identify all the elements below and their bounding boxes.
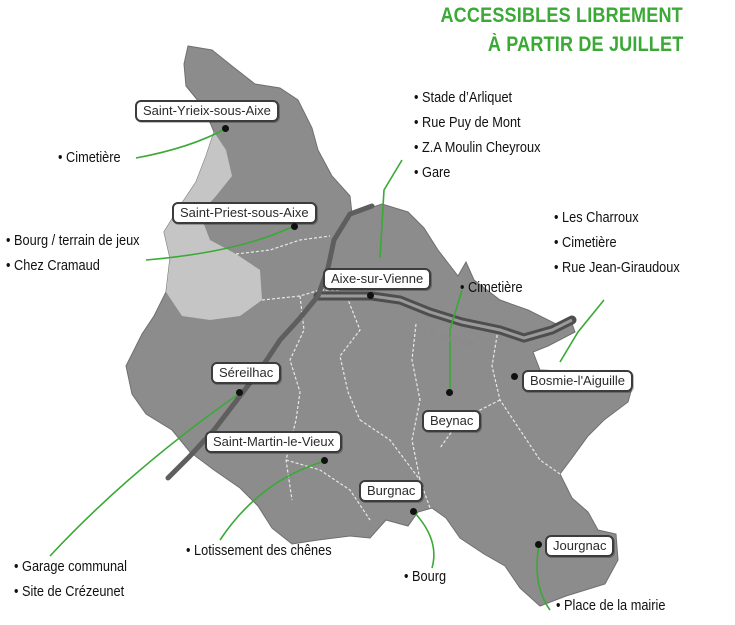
town-dot-beynac [446,389,453,396]
town-dot-saint-yrieix [222,125,229,132]
town-saint-priest[interactable]: Saint-Priest-sous-Aixe [172,202,317,224]
poi-list-saint-priest: Bourg / terrain de jeux Chez Cramaud [6,229,140,279]
poi-list-aixe: Stade d’Arliquet Rue Puy de Mont Z.A Mou… [414,86,540,186]
poi-item: Stade d’Arliquet [414,86,540,111]
town-sereilhac[interactable]: Séreilhac [211,362,282,384]
poi-item: Chez Cramaud [6,254,140,279]
heading-line-2: À PARTIR DE JUILLET [487,33,683,56]
town-saint-yrieix[interactable]: Saint-Yrieix-sous-Aixe [135,100,279,122]
town-bosmie[interactable]: Bosmie-l'Aiguille [522,370,633,392]
leader-lines [49,128,605,611]
poi-list-jourgnac: Place de la mairie [556,594,665,619]
poi-item: Site de Crézeunet [14,580,127,605]
poi-item: Place de la mairie [556,594,665,619]
town-beynac[interactable]: Beynac [422,410,482,432]
town-aixe[interactable]: Aixe-sur-Vienne [323,268,432,290]
town-dot-saint-martin [321,457,328,464]
poi-list-sereilhac: Garage communal Site de Crézeunet [14,555,127,605]
poi-item: Bourg / terrain de jeux [6,229,140,254]
town-saint-martin[interactable]: Saint-Martin-le-Vieux [205,431,343,453]
town-dot-sereilhac [236,389,243,396]
town-dot-aixe [367,292,374,299]
town-dot-jourgnac [535,541,542,548]
poi-list-burgnac: Bourg [404,565,446,590]
poi-list-saint-martin: Lotissement des chênes [186,539,332,564]
town-dot-bosmie [511,373,518,380]
poi-item: Gare [414,161,540,186]
poi-item: Cimetière [554,231,680,256]
poi-list-beynac: Cimetière [460,276,523,301]
town-dot-burgnac [410,508,417,515]
town-jourgnac[interactable]: Jourgnac [545,535,615,557]
poi-item: Lotissement des chênes [186,539,332,564]
poi-item: Garage communal [14,555,127,580]
poi-item: Rue Jean-Giraudoux [554,256,680,281]
poi-item: Bourg [404,565,446,590]
territory-shape [125,45,633,607]
town-dot-saint-priest [291,223,298,230]
poi-item: Les Charroux [554,206,680,231]
commune-borders [235,235,561,521]
poi-list-bosmie: Les Charroux Cimetière Rue Jean-Giraudou… [554,206,680,281]
poi-item: Cimetière [460,276,523,301]
town-burgnac[interactable]: Burgnac [359,480,424,502]
poi-list-saint-yrieix: Cimetière [58,146,121,171]
light-zone [164,132,262,320]
poi-item: Cimetière [58,146,121,171]
poi-item: Z.A Moulin Cheyroux [414,136,540,161]
heading-line-1: ACCESSIBLES LIBREMENT [440,4,683,27]
poi-item: Rue Puy de Mont [414,111,540,136]
